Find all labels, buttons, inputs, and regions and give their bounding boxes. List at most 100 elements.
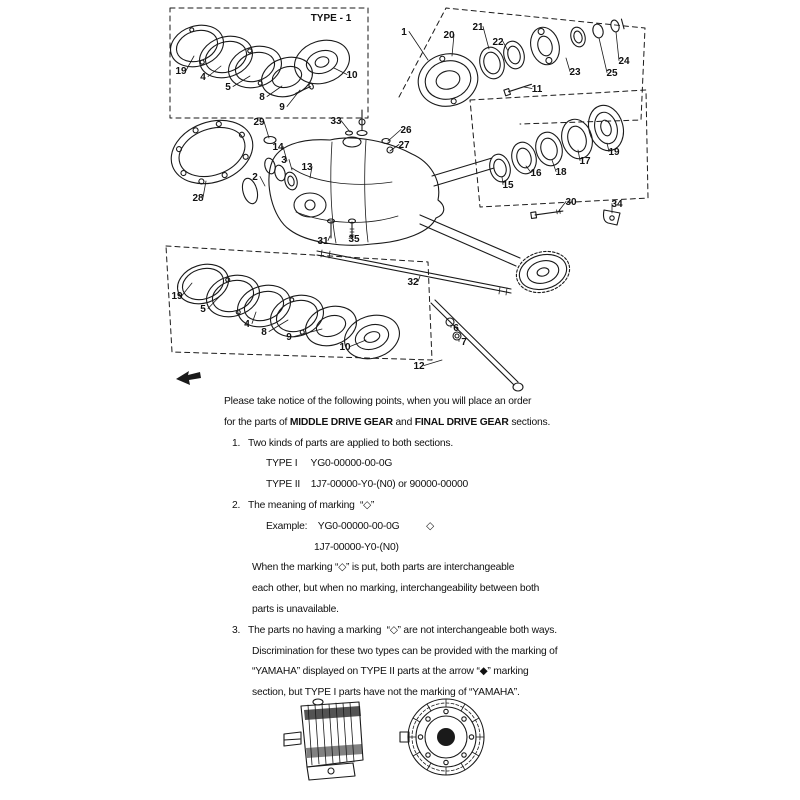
part-label-leader <box>523 86 533 89</box>
part-label-leader <box>482 26 490 50</box>
part-label-leader <box>207 65 222 77</box>
part-number-label: 16 <box>530 168 542 179</box>
long-bolt-12 <box>430 299 524 392</box>
part-number-label: 10 <box>346 70 358 81</box>
notice-line: “YAMAHA” displayed on TYPE II parts at t… <box>252 666 529 678</box>
part-label-leader <box>501 176 504 185</box>
part-number-label: 29 <box>253 117 265 128</box>
part-label-leader <box>451 34 455 57</box>
part-number-label: 1 <box>401 27 407 38</box>
part-label-leader <box>565 57 571 72</box>
part-number-label: 13 <box>301 162 313 173</box>
part-number-label: 31 <box>317 236 329 247</box>
part-number-label: 19 <box>175 66 187 77</box>
part-number-label: 22 <box>492 37 504 48</box>
part-number-label: 24 <box>618 56 630 67</box>
part-number-label: 7 <box>461 337 467 348</box>
part-number-label: 4 <box>244 319 250 330</box>
notice-text: for the parts of <box>224 416 290 428</box>
part-number-label: 23 <box>569 67 581 78</box>
notice-item-3: 3. The parts no having a marking “◇” are… <box>232 624 557 636</box>
part-label-leader <box>232 75 251 87</box>
part-label-leader <box>551 159 557 172</box>
notice-item-2: 2. The meaning of marking “◇” <box>232 499 375 511</box>
part-number-label: 15 <box>502 180 514 191</box>
part-label-leader <box>327 235 331 241</box>
part-number-label: 19 <box>608 147 620 158</box>
part-label-leader <box>251 311 257 324</box>
part-label-leader <box>268 319 289 332</box>
bolt-30 <box>530 209 564 220</box>
parts-exploded-diagram: TYPE - 1 <box>165 7 649 392</box>
part-number-label: 21 <box>472 22 484 33</box>
part-label-leader <box>502 41 509 52</box>
notice-item-1: 1. Two kinds of parts are applied to bot… <box>232 437 454 449</box>
part-number-label: 6 <box>453 323 459 334</box>
notice-line: Please take notice of the following poin… <box>224 396 532 407</box>
breather-parts <box>263 109 394 154</box>
part-label-leader <box>293 328 323 337</box>
notice-line: parts is unavailable. <box>252 603 339 615</box>
part-label-leader <box>557 201 567 213</box>
marking-example-line1: Example: YG0-00000-00-0G ◇ <box>266 520 434 532</box>
arrow-marking-icon <box>176 371 201 385</box>
part-number-label: 9 <box>279 102 285 113</box>
part-label-leader <box>286 89 301 107</box>
side-cover-28 <box>170 119 254 185</box>
section-name-middle-drive-gear: MIDDLE DRIVE GEAR <box>289 416 393 428</box>
part-number-label: 2 <box>252 172 258 183</box>
part-number-label: 19 <box>171 291 183 302</box>
part-label-leader <box>598 37 608 73</box>
part-label-leader <box>417 275 421 282</box>
part-label-leader <box>202 180 207 198</box>
part-label-leader <box>606 142 610 152</box>
type1-cover-set: TYPE - 1 <box>169 7 369 119</box>
part-label-leader <box>333 67 348 75</box>
part-number-label: 8 <box>261 327 267 338</box>
assembled-unit-thumbnails <box>283 698 485 781</box>
stud-35 <box>347 218 357 239</box>
lower-cover-set <box>165 245 433 361</box>
part-number-label: 4 <box>200 72 206 83</box>
part-label-leader <box>288 159 293 171</box>
part-number-label: 17 <box>579 156 591 167</box>
part-label-leader <box>349 339 367 347</box>
part-number-label: 28 <box>192 193 204 204</box>
part-number-label: 25 <box>606 68 618 79</box>
part-label-leader <box>615 31 620 61</box>
part-label-leader <box>577 149 581 161</box>
part-number-label: 18 <box>555 167 567 178</box>
notice-line: for the parts of MIDDLE DRIVE GEAR and F… <box>224 413 557 434</box>
part-number-label: 3 <box>281 155 287 166</box>
part-label-leader <box>348 235 353 239</box>
part-number-label: 33 <box>330 116 342 127</box>
notice-line: When the marking “◇” is put, both parts … <box>252 562 515 574</box>
gear-case-housing <box>241 136 445 246</box>
bearing-ring-stack <box>431 89 649 226</box>
part-number-label: 34 <box>611 199 623 210</box>
notice-line: each other, but when no marking, interch… <box>252 583 540 595</box>
type2-part-number: TYPE II 1J7-00000-Y0-(N0) or 90000-00000 <box>266 479 469 491</box>
part-number-label: 20 <box>443 30 455 41</box>
part-label-leader <box>282 146 288 162</box>
part-number-label: 5 <box>225 82 231 93</box>
part-number-label: 11 <box>532 84 543 95</box>
notice-line: Discrimination for these two types can b… <box>252 645 558 657</box>
part-number-label: 9 <box>286 332 292 343</box>
part-label-leader <box>263 121 270 139</box>
bracket-34 <box>602 209 621 226</box>
type1-box-label: TYPE - 1 <box>311 13 352 24</box>
marking-example-line2: 1J7-00000-Y0-(N0) <box>314 541 399 553</box>
part-number-label: 32 <box>407 277 419 288</box>
type1-part-number: TYPE I YG0-00000-00-0G <box>266 458 393 470</box>
part-number-label: 30 <box>565 197 577 208</box>
part-label-leader <box>340 120 351 133</box>
part-number-label: 10 <box>339 342 351 353</box>
notice-text: and <box>392 416 415 428</box>
washer-6 <box>445 317 455 327</box>
part-label-leader <box>408 31 429 61</box>
part-number-label: 5 <box>200 304 206 315</box>
part-label-leader <box>423 359 443 366</box>
